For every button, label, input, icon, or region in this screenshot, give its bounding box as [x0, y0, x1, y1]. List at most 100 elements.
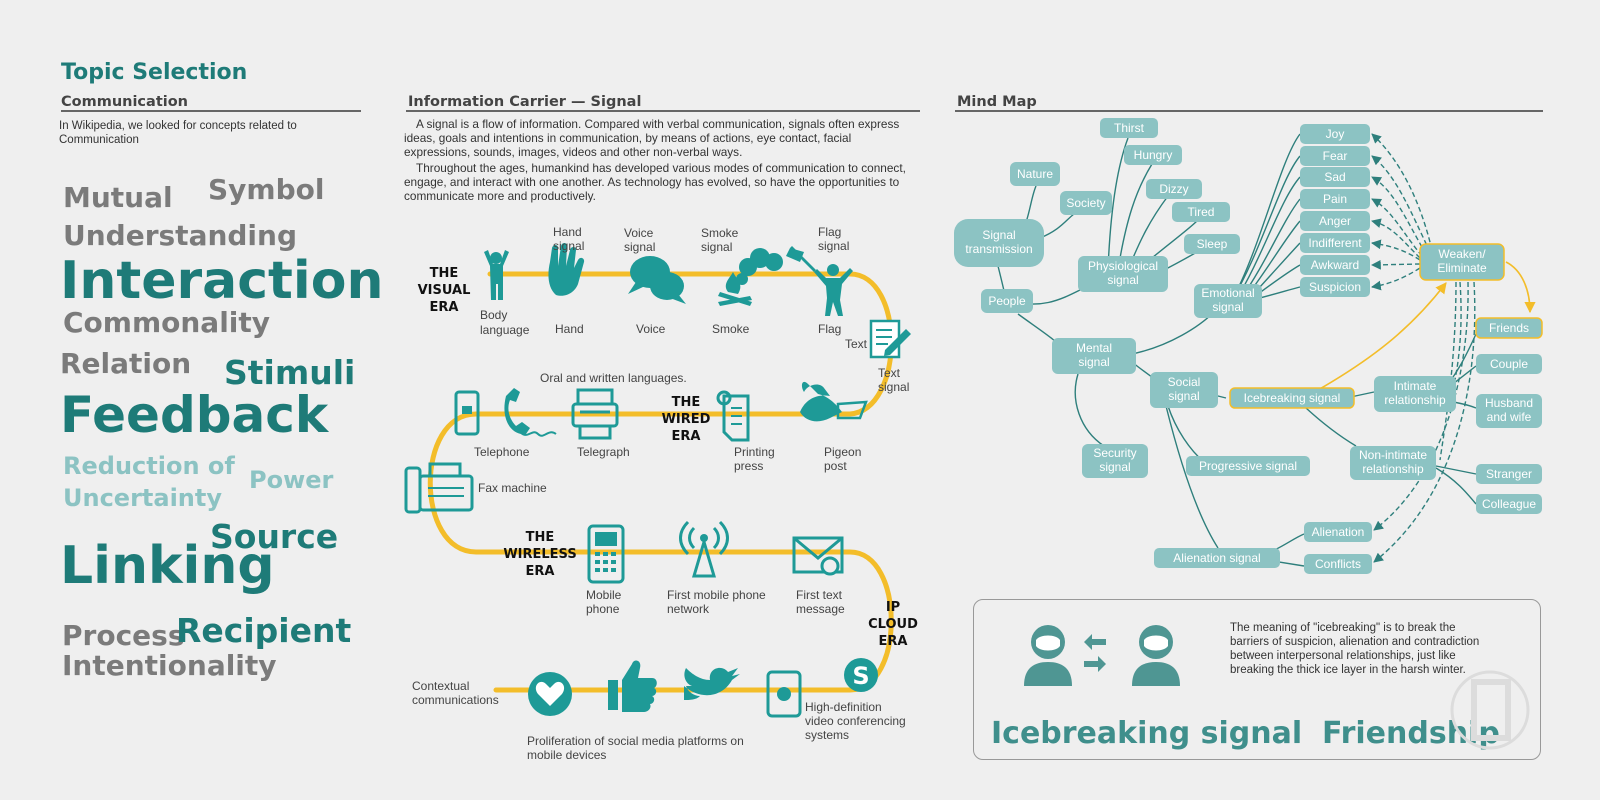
node-husband-wife: Husband and wife: [1476, 394, 1542, 428]
node-suspicion: Suspicion: [1300, 277, 1370, 297]
emotion-nodes: Joy Fear Sad Pain Anger Indifferent Awkw…: [1300, 124, 1370, 297]
label-flag-signal-1: Flag: [818, 225, 841, 239]
label-smoke: Smoke: [712, 322, 750, 336]
svg-text:S: S: [852, 662, 869, 690]
svg-text:Emotional: Emotional: [1201, 286, 1254, 300]
icebreaking-panel: [973, 599, 1541, 760]
label-network-2: network: [667, 602, 710, 616]
label-body-2: language: [480, 323, 530, 337]
svg-text:Social: Social: [1168, 375, 1201, 389]
word-intentionality: Intentionality: [62, 649, 277, 682]
node-tired: Tired: [1172, 202, 1230, 222]
word-recipient: Recipient: [176, 611, 352, 650]
label-mobile-1: Mobile: [586, 588, 622, 602]
signal-rule: [406, 110, 920, 112]
word-feedback: Feedback: [60, 386, 329, 444]
era-ip-1: IP: [886, 600, 900, 615]
label-text: Text: [845, 337, 868, 351]
svg-text:Physiological: Physiological: [1088, 259, 1158, 273]
node-security: Security signal: [1082, 444, 1148, 478]
svg-text:signal: signal: [1212, 300, 1243, 314]
mindmap-title: Mind Map: [957, 94, 1037, 110]
word-mutual: Mutual: [63, 181, 173, 214]
era-wireless-2: WIRELESS: [503, 547, 576, 562]
person-right-icon: [1132, 625, 1180, 686]
era-visual: THE VISUAL ERA: [418, 266, 471, 315]
word-relation: Relation: [60, 347, 192, 380]
label-social-2: mobile devices: [527, 748, 606, 762]
svg-text:transmission: transmission: [965, 242, 1032, 256]
label-network-1: First mobile phone: [667, 588, 766, 602]
label-flag-signal-2: signal: [818, 239, 849, 253]
word-symbol: Symbol: [208, 173, 325, 206]
word-interaction: Interaction: [60, 251, 384, 311]
era-wireless: THE WIRELESS ERA: [503, 530, 576, 579]
label-fax: Fax machine: [478, 481, 547, 495]
label-hand: Hand: [555, 322, 584, 336]
era-wireless-1: THE: [526, 530, 555, 545]
mobile-phone-icon: [587, 524, 625, 584]
svg-text:Stranger: Stranger: [1486, 467, 1532, 481]
era-visual-2: VISUAL: [418, 283, 471, 298]
label-flag: Flag: [818, 322, 841, 336]
era-ip-3: ERA: [879, 634, 908, 649]
node-colleague: Colleague: [1476, 494, 1542, 514]
topic-description: In Wikipedia, we looked for concepts rel…: [59, 120, 297, 146]
node-stranger: Stranger: [1476, 464, 1542, 484]
label-first-text-1: First text: [796, 588, 843, 602]
telephone-icon: [454, 388, 557, 437]
topic-subtitle: Communication: [61, 94, 189, 110]
node-social: Social signal: [1150, 372, 1218, 408]
node-intimate: Intimate relationship: [1374, 376, 1456, 412]
svg-text:Colleague: Colleague: [1482, 497, 1536, 511]
label-voice-signal-1: Voice: [624, 226, 654, 240]
era-wired: THE WIRED ERA: [662, 395, 711, 444]
label-telephone: Telephone: [474, 445, 530, 459]
voice-icon: [628, 256, 686, 304]
mindmap-rule: [955, 110, 1543, 112]
word-process: Process: [62, 619, 185, 652]
icebreaking-people-icon: [1024, 625, 1180, 686]
topic-rule: [61, 110, 361, 112]
node-dizzy: Dizzy: [1146, 179, 1202, 199]
word-understanding: Understanding: [63, 219, 298, 252]
label-hand-signal-2: signal: [553, 239, 584, 253]
svg-text:Icebreaking signal: Icebreaking signal: [1244, 391, 1341, 405]
node-society: Society: [1060, 191, 1112, 215]
word-commonality: Commonality: [63, 306, 271, 339]
label-printing-2: press: [734, 459, 763, 473]
word-power: Power: [249, 466, 334, 494]
svg-text:Anger: Anger: [1319, 214, 1351, 228]
node-alienation-signal: Alienation signal: [1154, 548, 1280, 568]
node-sad: Sad: [1300, 167, 1370, 187]
svg-text:Thirst: Thirst: [1114, 121, 1145, 135]
era-wired-2: WIRED: [662, 412, 711, 427]
label-smoke-signal-1: Smoke: [701, 226, 739, 240]
node-people: People: [981, 289, 1033, 313]
svg-text:Alienation signal: Alienation signal: [1173, 551, 1260, 565]
svg-text:Nature: Nature: [1017, 167, 1053, 181]
svg-text:People: People: [988, 294, 1026, 308]
label-first-text-2: message: [796, 602, 845, 616]
era-visual-1: THE: [430, 266, 459, 281]
label-smoke-signal-2: signal: [701, 240, 732, 254]
word-stimuli: Stimuli: [224, 353, 356, 392]
svg-text:and wife: and wife: [1487, 410, 1532, 424]
label-telegraph: Telegraph: [577, 445, 630, 459]
svg-text:Non-intimate: Non-intimate: [1359, 448, 1427, 462]
pigeon-icon: [800, 381, 868, 422]
node-awkward: Awkward: [1300, 255, 1370, 275]
svg-text:Joy: Joy: [1326, 127, 1345, 141]
label-hd-2: video conferencing: [805, 714, 906, 728]
svg-text:Fear: Fear: [1323, 149, 1348, 163]
node-anger: Anger: [1300, 211, 1370, 231]
svg-text:signal: signal: [1107, 273, 1138, 287]
label-contextual-1: Contextual: [412, 679, 469, 693]
label-pigeon-2: post: [824, 459, 847, 473]
node-emotional: Emotional signal: [1194, 284, 1262, 318]
friendship-label: Friendship: [1322, 716, 1500, 751]
apple-phone-icon: [766, 670, 802, 718]
label-hd-3: systems: [805, 728, 849, 742]
svg-text:signal: signal: [1168, 389, 1199, 403]
